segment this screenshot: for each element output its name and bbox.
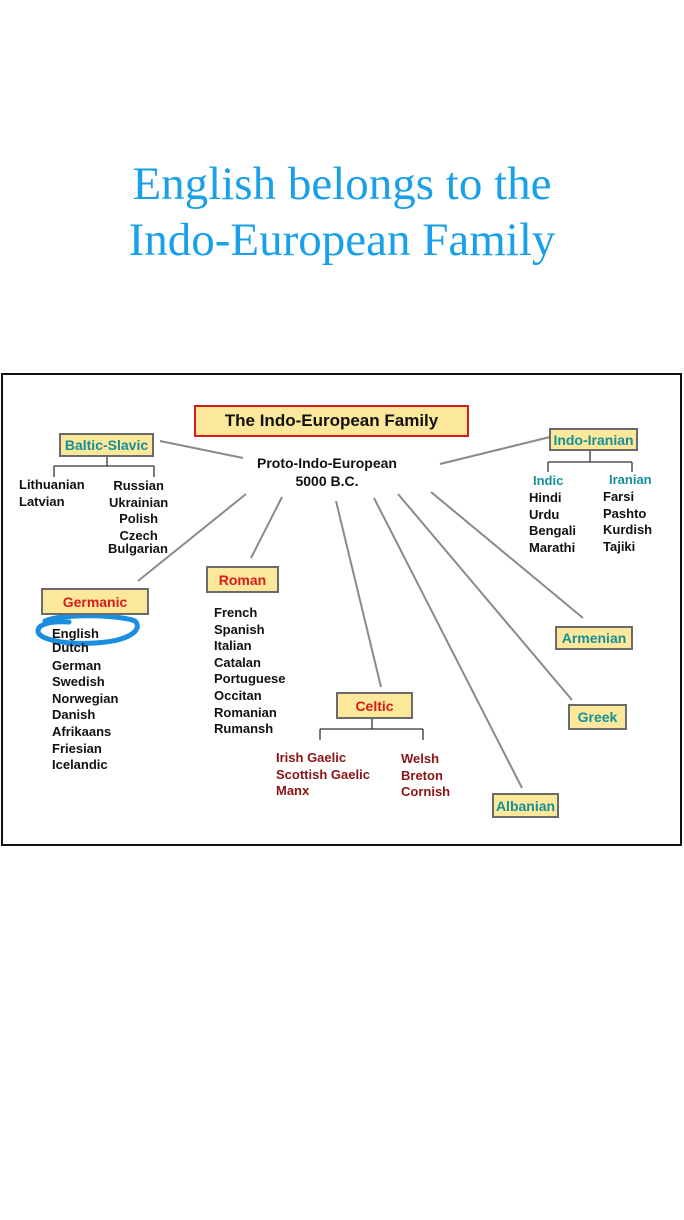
root-date: 5000 B.C.: [295, 473, 359, 489]
celtic-goidelic-list: Irish Gaelic Scottish Gaelic Manx: [276, 750, 370, 800]
language-item: Lithuanian: [19, 477, 85, 492]
language-item: Urdu: [529, 506, 560, 522]
language-item: Portuguese: [214, 671, 286, 687]
language-item: Friesian: [52, 740, 102, 756]
indic-language-list: Hindi Urdu Bengali Marathi: [529, 490, 576, 556]
branch-greek: Greek: [568, 704, 627, 730]
branch-celtic: Celtic: [336, 692, 413, 719]
language-item: Ukrainian: [109, 494, 169, 510]
branch-baltic-slavic: Baltic-Slavic: [59, 433, 154, 457]
language-item: Spanish: [214, 621, 265, 637]
line-root-germanic: [137, 493, 247, 582]
celtic-brythonic-list: Welsh Breton Cornish: [401, 751, 450, 801]
language-item: Marathi: [529, 539, 576, 555]
language-family-diagram: The Indo-European Family Proto-Indo-Euro…: [1, 373, 682, 846]
line-root-indo-iranian: [439, 436, 551, 465]
branch-albanian: Albanian: [492, 793, 559, 818]
language-item: Hindi: [529, 490, 562, 505]
language-item-highlighted: English: [52, 626, 99, 641]
root-node: Proto-Indo-European 5000 B.C.: [233, 454, 421, 490]
baltic-language-list: Lithuanian Latvian: [19, 477, 85, 510]
language-item: French: [214, 605, 258, 620]
slavic-language-list: Russian Ukrainian Polish Czech: [109, 478, 168, 544]
language-item: Afrikaans: [52, 723, 112, 739]
language-item: Farsi: [603, 489, 635, 504]
language-item: Swedish: [52, 674, 105, 690]
line-root-roman: [250, 496, 283, 559]
language-item: Tajiki: [603, 538, 636, 554]
highlight-circle-english: [35, 613, 140, 646]
headline-line-2: Indo-European Family: [128, 214, 556, 266]
language-item: Romanian: [214, 704, 277, 720]
root-name: Proto-Indo-European: [257, 455, 397, 471]
language-item: Breton: [401, 767, 443, 783]
language-item: Dutch: [52, 642, 89, 652]
language-item: German: [52, 657, 102, 673]
language-item: Russian: [113, 478, 164, 493]
line-root-celtic: [335, 500, 382, 688]
language-item: Manx: [276, 783, 310, 799]
language-item: Latvian: [19, 493, 65, 509]
indic-label: Indic: [533, 473, 564, 488]
headline-line-1: English belongs to the: [132, 158, 552, 210]
language-item: Italian: [214, 638, 252, 654]
language-item: Scottish Gaelic: [276, 766, 370, 782]
language-item: Polish: [119, 511, 159, 527]
branch-germanic: Germanic: [41, 588, 149, 615]
language-item: Kurdish: [603, 522, 653, 538]
branch-indo-iranian: Indo-Iranian: [549, 428, 638, 451]
roman-language-list: French Spanish Italian Catalan Portugues…: [214, 605, 286, 738]
language-item: Welsh: [401, 751, 440, 766]
language-item: Cornish: [401, 784, 451, 800]
branch-armenian: Armenian: [555, 626, 633, 650]
language-item: Catalan: [214, 654, 261, 670]
line-root-armenian: [430, 491, 584, 619]
germanic-language-list: English Dutch German Swedish Norwegian D…: [52, 626, 118, 774]
line-root-greek: [397, 493, 573, 701]
language-item: Bengali: [529, 523, 576, 539]
language-item: Irish Gaelic: [276, 750, 347, 765]
line-root-baltic-slavic: [159, 440, 244, 459]
language-item: Occitan: [214, 687, 262, 703]
iranian-label: Iranian: [609, 472, 652, 487]
language-item: Bulgarian: [108, 541, 168, 556]
language-item: Danish: [52, 707, 96, 723]
line-root-albanian: [373, 497, 523, 789]
diagram-title: The Indo-European Family: [194, 405, 469, 437]
language-item: Norwegian: [52, 690, 119, 706]
iranian-language-list: Farsi Pashto Kurdish Tajiki: [603, 489, 652, 555]
language-item: Rumansh: [214, 721, 274, 737]
connector-lines: [35, 436, 633, 789]
language-item: Pashto: [603, 505, 647, 521]
language-item: Czech: [119, 527, 158, 543]
branch-roman: Roman: [206, 566, 279, 593]
language-item: Icelandic: [52, 757, 108, 773]
